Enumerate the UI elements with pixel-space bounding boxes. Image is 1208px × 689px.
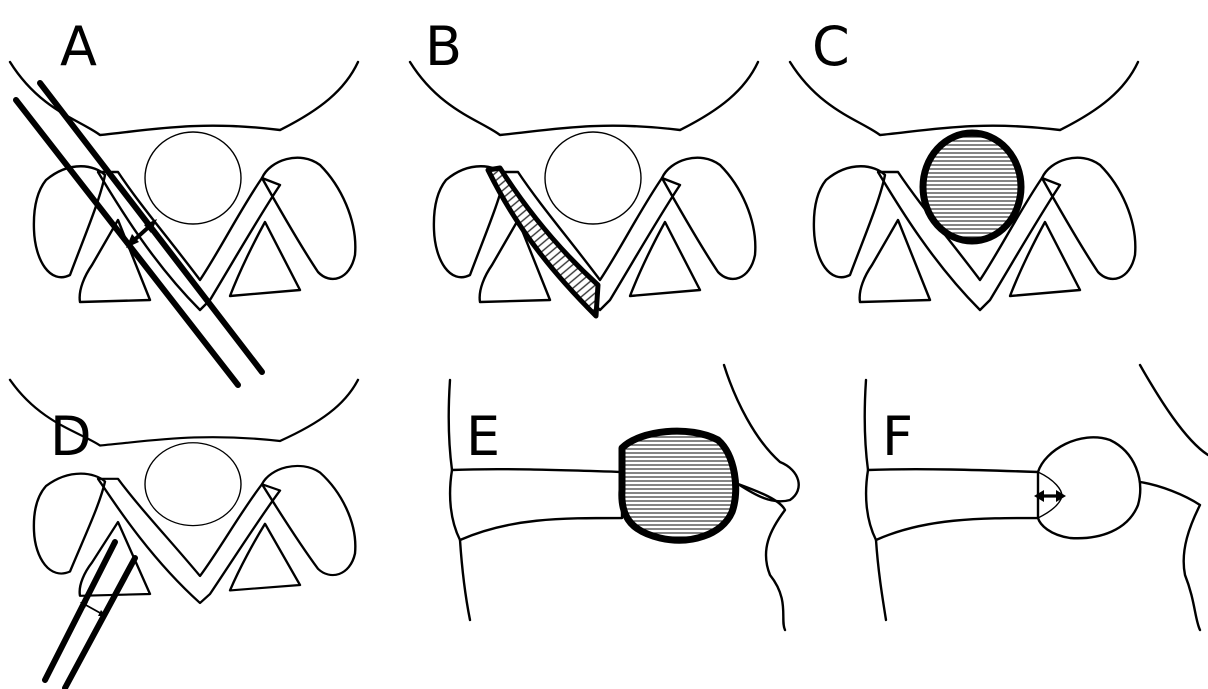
panel-f-letter: F (882, 405, 913, 468)
panel-a: A (10, 15, 358, 385)
panel-e-letter: E (466, 405, 500, 468)
panel-f: F (865, 365, 1208, 630)
panel-f-sagittal-outline (865, 365, 1208, 630)
panel-b-letter: B (425, 15, 462, 78)
panel-c-letter: C (812, 15, 850, 78)
panel-e: E (449, 365, 799, 630)
panel-a-trajectory-line-left (16, 100, 238, 385)
panel-b: B (410, 15, 758, 316)
panel-c-hatched-canal (923, 133, 1021, 241)
panel-a-letter: A (60, 15, 97, 78)
panel-e-hatched-foramen (622, 431, 736, 540)
panel-c: C (790, 15, 1138, 310)
panel-d: D (10, 380, 358, 688)
